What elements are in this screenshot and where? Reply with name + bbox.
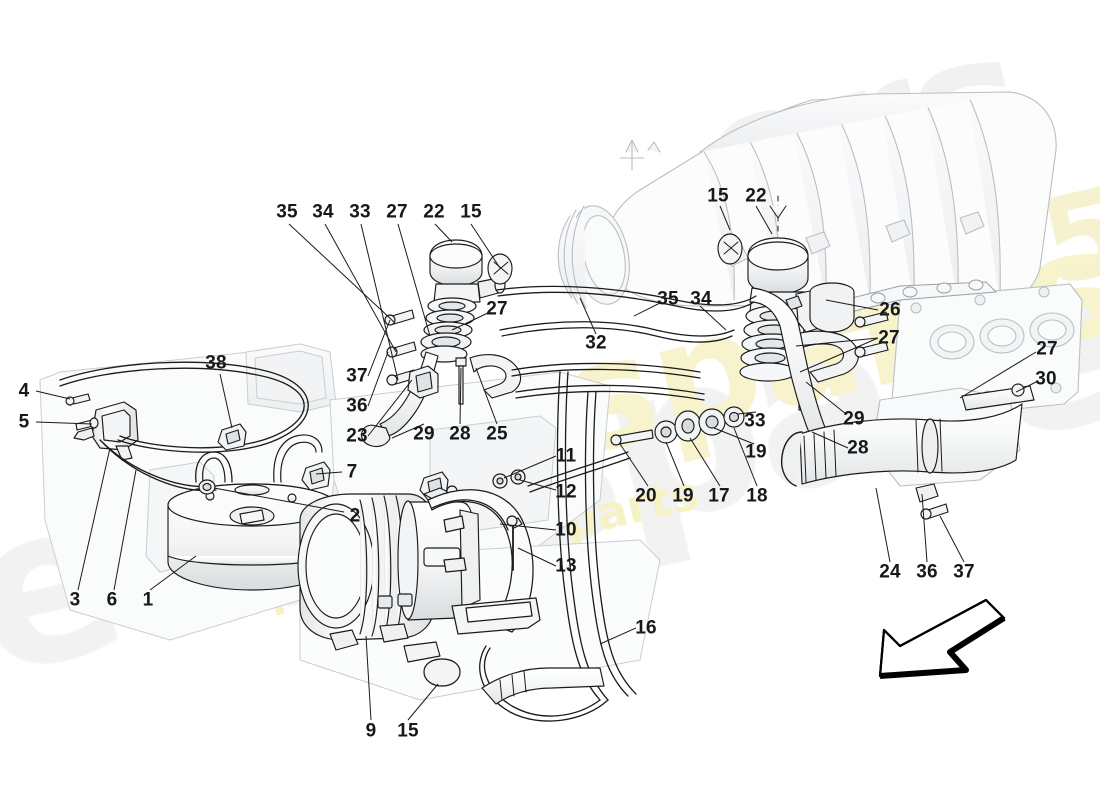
callout-number-22[interactable]: 22	[745, 185, 767, 207]
callout-number-1[interactable]: 1	[142, 589, 154, 611]
direction-arrow-shape	[878, 598, 1006, 679]
callout-number-23[interactable]: 23	[346, 425, 368, 447]
callout-number-3[interactable]: 3	[69, 589, 81, 611]
callout-number-29[interactable]: 29	[413, 423, 435, 445]
callout-number-15[interactable]: 15	[707, 185, 729, 207]
callout-number-26[interactable]: 26	[879, 299, 901, 321]
callout-number-37[interactable]: 37	[953, 561, 975, 583]
callout-number-27[interactable]: 27	[878, 327, 900, 349]
callout-number-20[interactable]: 20	[635, 485, 657, 507]
callout-number-24[interactable]: 24	[879, 561, 901, 583]
callout-number-34[interactable]: 34	[690, 288, 712, 310]
callout-number-36[interactable]: 36	[346, 395, 368, 417]
callout-number-7[interactable]: 7	[346, 461, 358, 483]
callout-number-18[interactable]: 18	[746, 485, 768, 507]
callout-number-37[interactable]: 37	[346, 365, 368, 387]
callout-number-27[interactable]: 27	[1036, 338, 1058, 360]
callout-number-4[interactable]: 4	[18, 380, 30, 402]
callout-number-5[interactable]: 5	[18, 411, 30, 433]
callout-number-28[interactable]: 28	[449, 423, 471, 445]
callout-number-33[interactable]: 33	[349, 201, 371, 223]
callout-number-2[interactable]: 2	[349, 505, 361, 527]
callout-number-27[interactable]: 27	[486, 298, 508, 320]
callout-number-16[interactable]: 16	[635, 617, 657, 639]
callout-number-10[interactable]: 10	[555, 519, 577, 541]
callout-number-19[interactable]: 19	[745, 441, 767, 463]
callout-number-29[interactable]: 29	[843, 408, 865, 430]
callout-number-35[interactable]: 35	[657, 288, 679, 310]
callout-number-15[interactable]: 15	[397, 720, 419, 742]
callout-number-12[interactable]: 12	[555, 481, 577, 503]
callout-number-13[interactable]: 13	[555, 555, 577, 577]
callout-number-11[interactable]: 11	[555, 445, 577, 467]
callout-number-19[interactable]: 19	[672, 485, 694, 507]
callout-number-32[interactable]: 32	[585, 332, 607, 354]
callout-number-28[interactable]: 28	[847, 437, 869, 459]
callout-number-34[interactable]: 34	[312, 201, 334, 223]
callout-number-17[interactable]: 17	[708, 485, 730, 507]
callout-number-30[interactable]: 30	[1035, 368, 1057, 390]
callout-number-25[interactable]: 25	[486, 423, 508, 445]
callout-number-15[interactable]: 15	[460, 201, 482, 223]
callout-number-22[interactable]: 22	[423, 201, 445, 223]
callout-number-6[interactable]: 6	[106, 589, 118, 611]
callout-number-38[interactable]: 38	[205, 352, 227, 374]
callout-number-33[interactable]: 33	[744, 410, 766, 432]
callout-number-36[interactable]: 36	[916, 561, 938, 583]
callout-number-9[interactable]: 9	[365, 720, 377, 742]
callout-number-35[interactable]: 35	[276, 201, 298, 223]
callout-number-27[interactable]: 27	[386, 201, 408, 223]
